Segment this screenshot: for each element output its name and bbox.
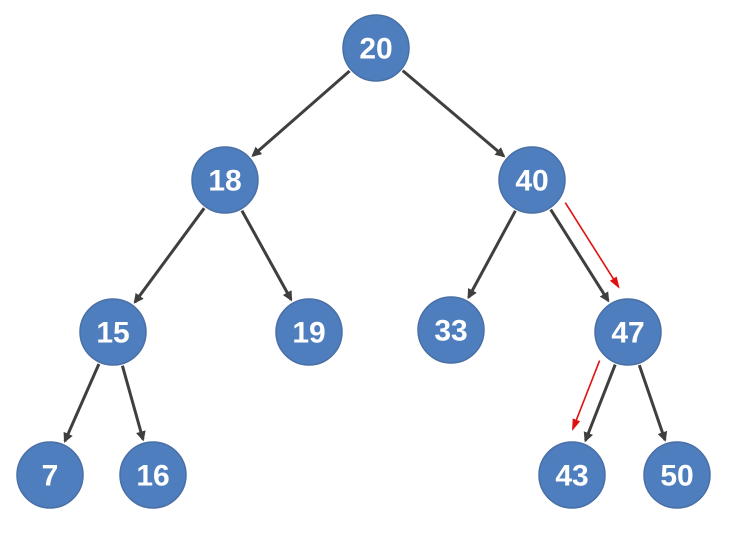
edge-15-to-7 [63, 363, 101, 443]
node-circle [417, 296, 485, 364]
node-circle [538, 441, 606, 509]
edge-18-to-19 [240, 209, 293, 302]
node-circle [342, 14, 410, 82]
node-15: 15 [79, 298, 147, 366]
edge-40-to-33 [467, 210, 517, 300]
node-circle [191, 146, 259, 214]
node-label: 15 [96, 317, 129, 350]
edge-18-to-15 [133, 207, 206, 304]
node-label: 18 [208, 165, 241, 198]
search-path-arrow-47-to-43 [572, 360, 601, 431]
node-circle [498, 146, 566, 214]
edge-47-to-50 [637, 364, 668, 442]
node-43-highlighted: 43 [538, 441, 606, 509]
node-label: 7 [42, 460, 59, 493]
node-label: 43 [555, 460, 588, 493]
node-7: 7 [16, 441, 84, 509]
tree-nodes: 20 18 40 15 19 33 47 7 16 43 50 [16, 14, 711, 509]
node-circle [643, 441, 711, 509]
node-label: 16 [136, 460, 169, 493]
node-label: 19 [292, 317, 325, 350]
node-47: 47 [594, 298, 662, 366]
node-20: 20 [342, 14, 410, 82]
node-18: 18 [191, 146, 259, 214]
search-path-arrows [564, 202, 620, 431]
node-label: 40 [515, 165, 548, 198]
node-40: 40 [498, 146, 566, 214]
node-19: 19 [275, 298, 343, 366]
node-label: 47 [611, 317, 644, 350]
node-circle [594, 298, 662, 366]
node-circle [119, 441, 187, 509]
node-50: 50 [643, 441, 711, 509]
edge-40-to-47 [549, 208, 610, 303]
node-16: 16 [119, 441, 187, 509]
node-label: 20 [359, 33, 392, 66]
node-circle [275, 298, 343, 366]
node-label: 50 [660, 460, 693, 493]
tree-edges [63, 69, 668, 443]
node-33: 33 [417, 296, 485, 364]
node-label: 33 [434, 315, 467, 348]
edge-20-to-40 [401, 69, 506, 158]
edge-15-to-16 [120, 365, 146, 442]
edge-47-to-43 [583, 364, 617, 443]
node-circle [16, 441, 84, 509]
node-circle [79, 298, 147, 366]
search-path-arrow-40-to-47 [564, 202, 620, 289]
edge-20-to-18 [251, 69, 351, 157]
